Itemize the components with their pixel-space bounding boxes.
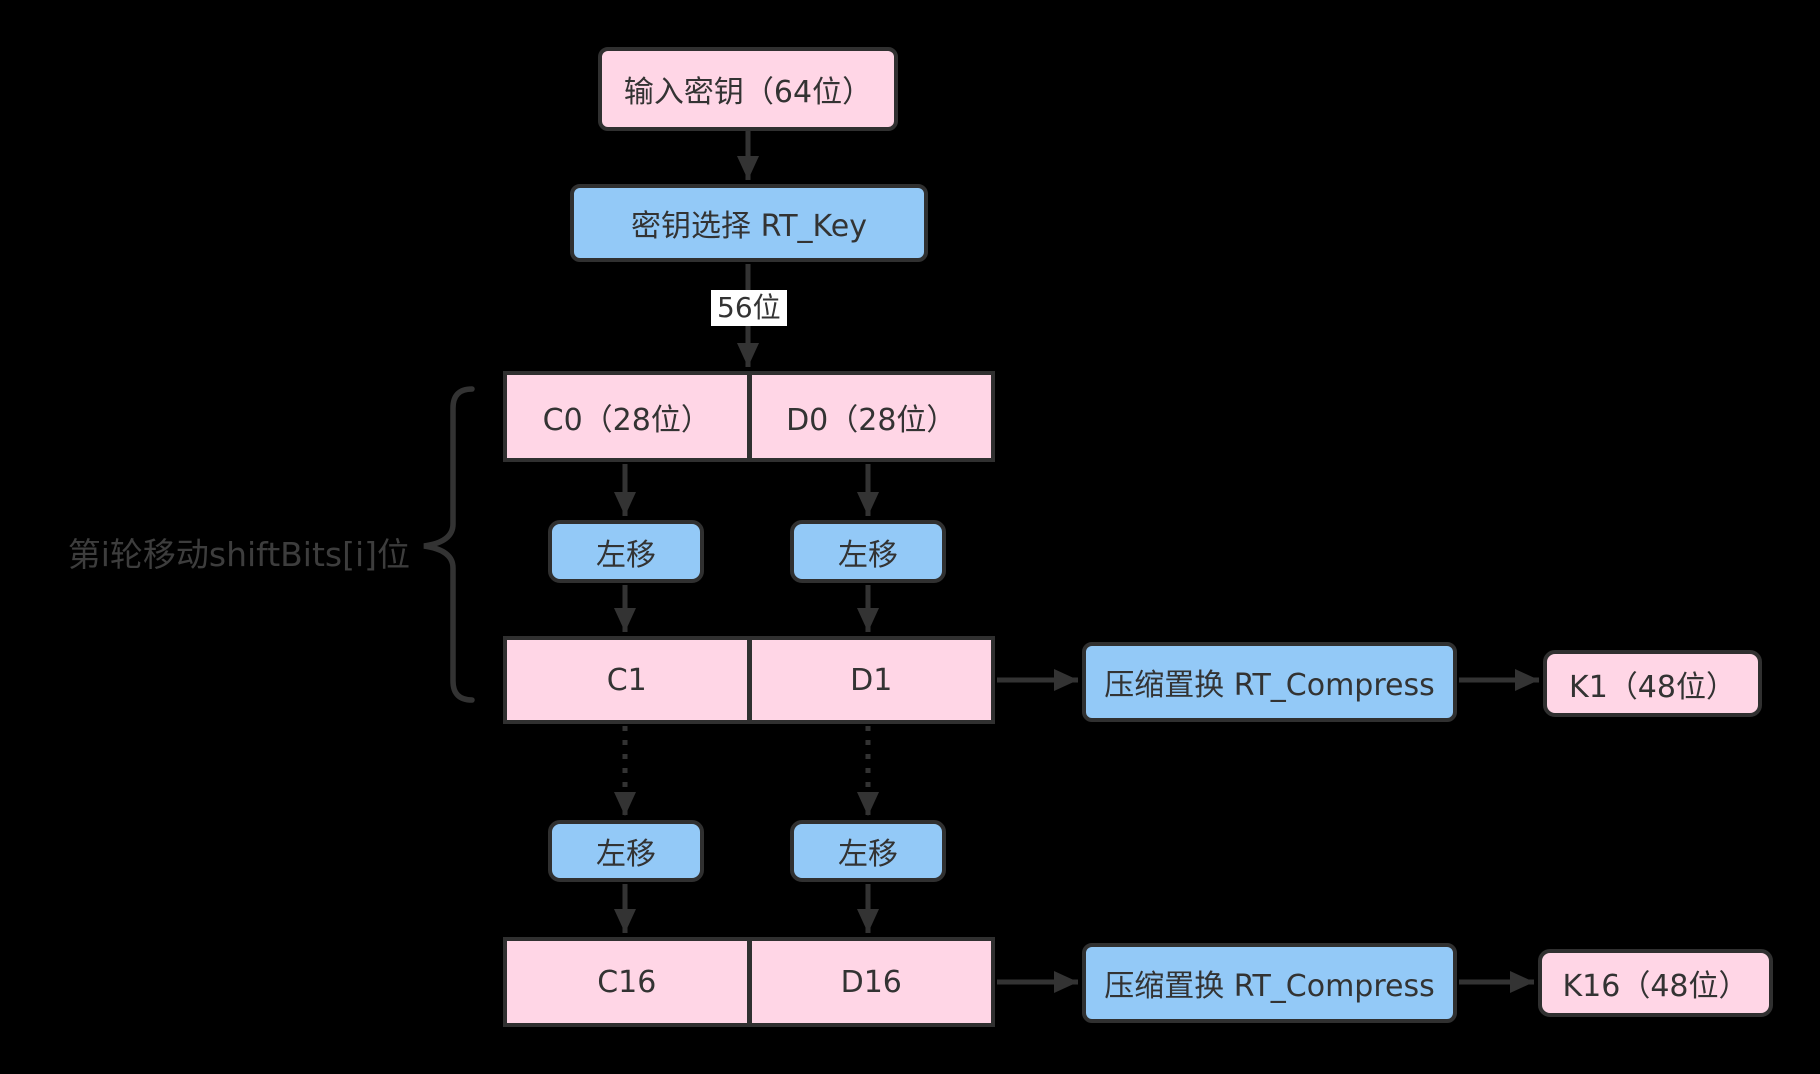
node-register-c1d1: C1 D1	[503, 636, 995, 724]
node-register-c16d16: C16 D16	[503, 937, 995, 1027]
node-compress-permute-round1: 压缩置换 RT_Compress	[1082, 642, 1457, 722]
node-k1-48bits: K1（48位）	[1543, 650, 1762, 717]
node-shift-left-d-round16: 左移	[790, 820, 946, 882]
node-input-key: 输入密钥（64位）	[598, 47, 898, 131]
node-register-c0d0: C0（28位） D0（28位）	[503, 371, 995, 462]
edge-label-56bits: 56位	[711, 290, 787, 326]
node-c0: C0（28位）	[542, 402, 711, 438]
node-k16-48bits: K16（48位）	[1538, 949, 1773, 1017]
node-c16: C16	[597, 964, 657, 1000]
rounds-brace	[423, 386, 475, 703]
node-d1: D1	[746, 640, 992, 720]
node-shift-left-c-round16: 左移	[548, 820, 704, 882]
node-d0: D0（28位）	[746, 375, 992, 458]
node-shift-left-c-round1: 左移	[548, 520, 704, 583]
node-c1: C1	[606, 662, 647, 698]
node-key-select-rtkey: 密钥选择 RT_Key	[570, 184, 928, 262]
node-shift-left-d-round1: 左移	[790, 520, 946, 583]
node-d16: D16	[746, 941, 992, 1023]
shiftbits-round-note: 第i轮移动shiftBits[i]位	[67, 535, 410, 574]
node-compress-permute-round16: 压缩置换 RT_Compress	[1082, 943, 1457, 1023]
